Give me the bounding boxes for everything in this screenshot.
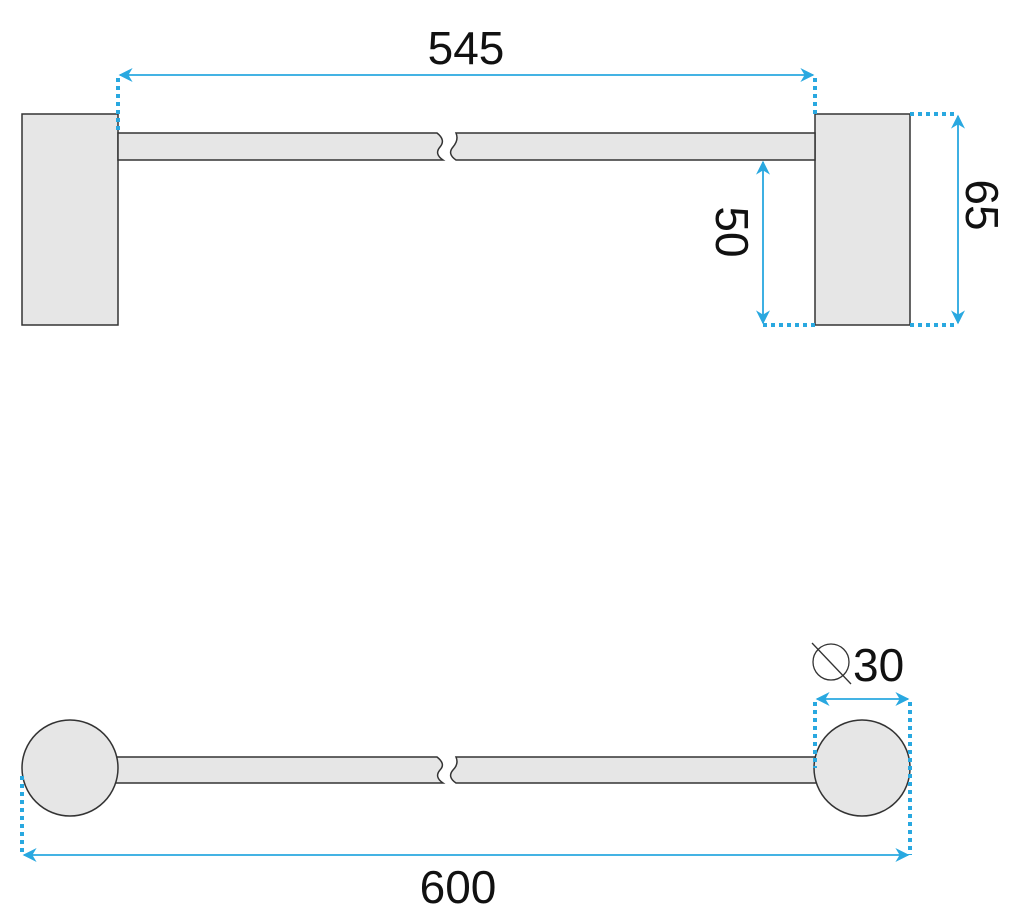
dimension-50-label: 50 <box>706 206 758 257</box>
diameter-icon <box>811 642 852 685</box>
right-round-mount <box>813 719 911 817</box>
dimension-65-label: 65 <box>956 179 1008 230</box>
right-mount-block <box>814 113 911 326</box>
side-view: 545 50 65 <box>21 22 1008 327</box>
top-view: 600 30 <box>20 639 912 913</box>
bar-left-segment <box>117 132 446 161</box>
left-round-mount <box>21 719 119 817</box>
dimension-600-label: 600 <box>420 861 497 913</box>
bar-left-segment <box>109 756 446 784</box>
bar-right-segment <box>449 132 816 161</box>
dimension-545-label: 545 <box>428 22 505 74</box>
bar-right-segment <box>449 756 823 784</box>
left-mount-block <box>21 113 119 326</box>
dimension-30-label: 30 <box>853 639 904 691</box>
